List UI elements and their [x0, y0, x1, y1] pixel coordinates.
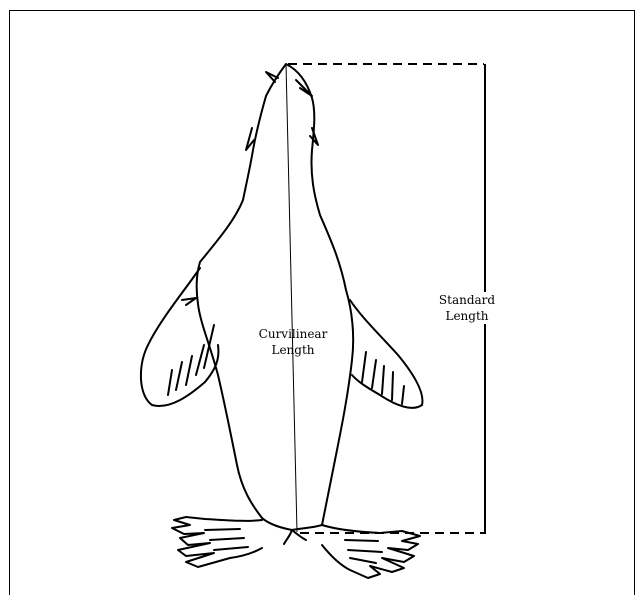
right-flipper-feather-4: [392, 372, 393, 400]
left-flipper-feather-1: [168, 370, 172, 395]
right-flipper: [350, 300, 422, 408]
penguin-body-outline: [197, 64, 353, 530]
curvilinear-label-line2: Length: [240, 342, 346, 358]
curvilinear-length-line: [286, 64, 297, 532]
standard-label-line1: Standard: [420, 292, 514, 308]
left-flipper-feather-2: [176, 362, 182, 390]
right-foot-web-1: [345, 540, 378, 541]
standard-label-line2: Length: [420, 308, 514, 324]
head-feather-right: [296, 80, 312, 96]
right-flipper-feather-5: [402, 386, 404, 404]
left-foot: [172, 517, 262, 567]
right-flipper-feather-1: [362, 352, 366, 382]
standard-length-label: Standard Length: [420, 292, 514, 324]
left-flipper-feather-4: [196, 345, 204, 375]
left-foot-web-2: [210, 538, 244, 540]
left-flipper-feather-3: [186, 356, 192, 385]
left-foot-web-3: [214, 547, 248, 550]
right-foot-web-2: [348, 550, 382, 552]
right-foot-web-3: [350, 558, 376, 563]
left-foot-web-1: [205, 529, 240, 530]
right-flipper-feather-3: [382, 366, 384, 394]
right-flipper-feather-2: [372, 360, 376, 388]
curvilinear-label-line1: Curvilinear: [240, 326, 346, 342]
curvilinear-length-label: Curvilinear Length: [240, 326, 346, 358]
left-flipper-tip: [182, 298, 196, 305]
head-feather-left: [266, 72, 278, 82]
